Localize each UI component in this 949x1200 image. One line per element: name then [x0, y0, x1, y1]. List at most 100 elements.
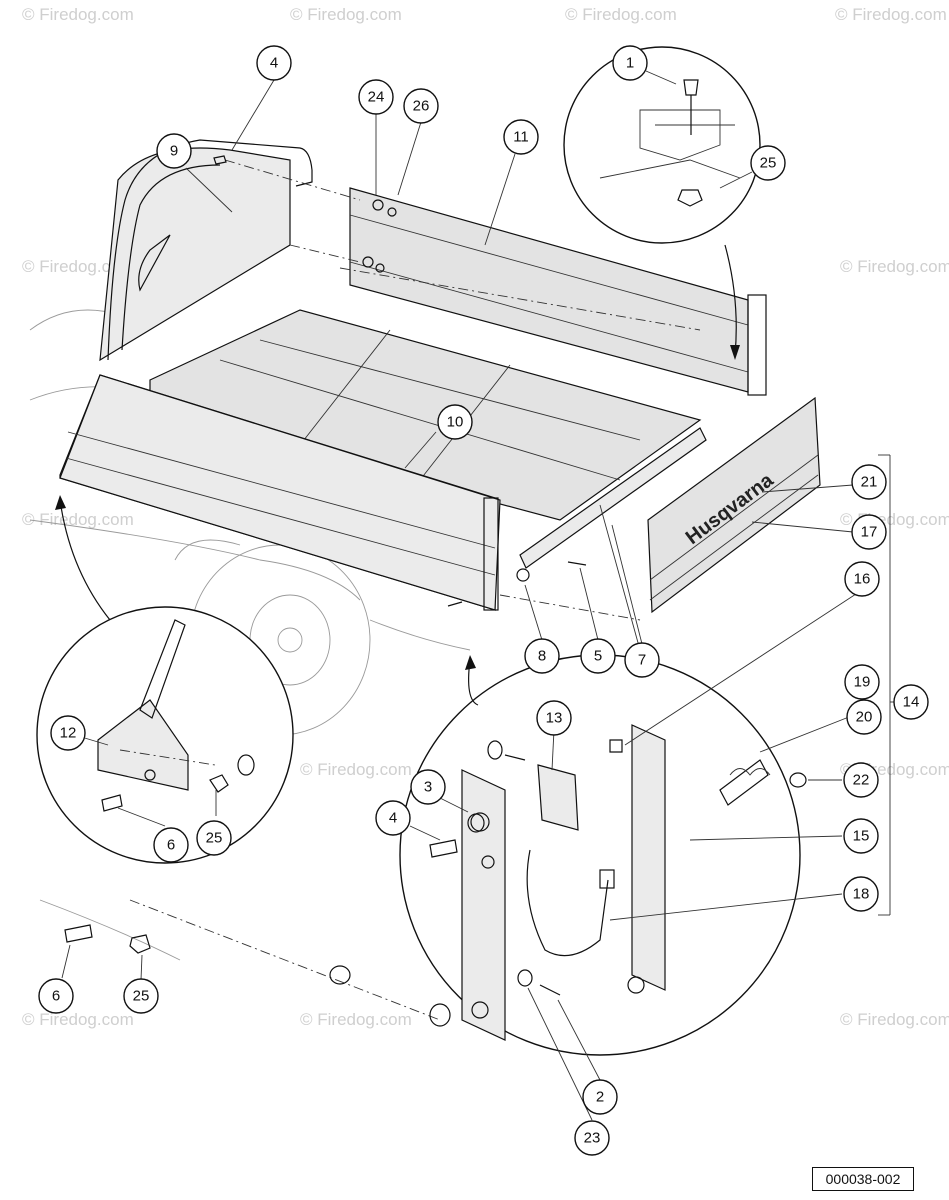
- watermark: © Firedog.com: [22, 510, 134, 529]
- watermark: © Firedog.com: [840, 257, 949, 276]
- leader-lines: [61, 70, 896, 1121]
- callout-22: 22: [843, 762, 879, 798]
- side-panel-part-10: [59, 374, 501, 611]
- callout-circle: [846, 699, 882, 735]
- callout-16: 16: [844, 561, 880, 597]
- callout-circle: [524, 638, 560, 674]
- watermark: © Firedog.com: [300, 1010, 412, 1029]
- callout-number: 12: [60, 725, 77, 742]
- reference-code: 000038-002: [812, 1167, 914, 1191]
- callout-25c: 25: [123, 978, 159, 1014]
- callout-circle: [196, 820, 232, 856]
- callout-4a: 4: [256, 45, 292, 81]
- callout-circle: [50, 715, 86, 751]
- callout-number: 23: [584, 1130, 601, 1147]
- callout-circle: [851, 464, 887, 500]
- callout-number: 4: [389, 810, 397, 827]
- callout-23: 23: [574, 1120, 610, 1156]
- callout-circle: [843, 818, 879, 854]
- callout-number: 25: [133, 988, 150, 1005]
- callout-number: 4: [270, 55, 278, 72]
- callout-number: 24: [368, 89, 385, 106]
- callout-18: 18: [843, 876, 879, 912]
- callout-number: 26: [413, 98, 430, 115]
- callout-circle: [403, 88, 439, 124]
- callout-circle: [582, 1079, 618, 1115]
- callout-9: 9: [156, 133, 192, 169]
- callout-number: 7: [638, 652, 646, 669]
- watermark: © Firedog.com: [290, 5, 402, 24]
- callout-circle: [123, 978, 159, 1014]
- callout-14: 14: [893, 684, 929, 720]
- hinge-rail-part-7: [519, 427, 707, 651]
- callout-circle: [410, 769, 446, 805]
- callout-number: 17: [861, 524, 878, 541]
- callout-number: 6: [167, 837, 175, 854]
- watermark: © Firedog.com: [565, 5, 677, 24]
- callout-circle: [503, 119, 539, 155]
- callout-circle: [574, 1120, 610, 1156]
- callout-number: 13: [546, 710, 563, 727]
- callout-5: 5: [580, 638, 616, 674]
- callout-number: 15: [853, 828, 870, 845]
- callout-circle: [375, 800, 411, 836]
- callout-number: 6: [52, 988, 60, 1005]
- callout-number: 5: [594, 648, 602, 665]
- callout-number: 8: [538, 648, 546, 665]
- callout-number: 10: [447, 414, 464, 431]
- callout-number: 14: [903, 694, 920, 711]
- callout-number: 21: [861, 474, 878, 491]
- callout-6b: 6: [153, 827, 189, 863]
- callout-number: 16: [854, 571, 871, 588]
- watermark: © Firedog.com: [300, 760, 412, 779]
- detail-view-latch: [399, 654, 807, 1056]
- callout-number: 2: [596, 1089, 604, 1106]
- callout-circle: [893, 684, 929, 720]
- callout-circle: [843, 876, 879, 912]
- callout-circle: [843, 762, 879, 798]
- callout-circle: [256, 45, 292, 81]
- callout-number: 25: [206, 830, 223, 847]
- callout-circle: [624, 642, 660, 678]
- callout-26: 26: [403, 88, 439, 124]
- callout-group: 1234456678910111213141516171819202122232…: [38, 45, 929, 1156]
- callout-circle: [580, 638, 616, 674]
- callout-12: 12: [50, 715, 86, 751]
- callout-10: 10: [437, 404, 473, 440]
- callout-15: 15: [843, 818, 879, 854]
- callout-number: 1: [626, 55, 634, 72]
- callout-19: 19: [844, 664, 880, 700]
- callout-circle: [156, 133, 192, 169]
- callout-number: 3: [424, 779, 432, 796]
- callout-4b: 4: [375, 800, 411, 836]
- callout-number: 18: [853, 886, 870, 903]
- callout-21: 21: [851, 464, 887, 500]
- callout-20: 20: [846, 699, 882, 735]
- callout-circle: [358, 79, 394, 115]
- fasteners: [64, 155, 587, 1027]
- callout-1: 1: [612, 45, 648, 81]
- side-panel-part-11: [349, 187, 767, 396]
- callout-circle: [153, 827, 189, 863]
- callout-8: 8: [524, 638, 560, 674]
- callout-number: 19: [854, 674, 871, 691]
- watermark: © Firedog.com: [22, 5, 134, 24]
- callout-circle: [612, 45, 648, 81]
- watermark: © Firedog.com: [22, 1010, 134, 1029]
- callout-7: 7: [624, 642, 660, 678]
- callout-24: 24: [358, 79, 394, 115]
- callout-circle: [437, 404, 473, 440]
- detail-view-left: [36, 495, 294, 864]
- detail-view-top: [563, 46, 761, 360]
- callout-circle: [844, 561, 880, 597]
- callout-circle: [851, 514, 887, 550]
- callout-6a: 6: [38, 978, 74, 1014]
- watermark: © Firedog.com: [835, 5, 947, 24]
- watermark: © Firedog.com: [840, 1010, 949, 1029]
- watermark: © Firedog.com: [22, 257, 134, 276]
- callout-number: 9: [170, 143, 178, 160]
- callout-13: 13: [536, 700, 572, 736]
- callout-circle: [38, 978, 74, 1014]
- callout-25b: 25: [196, 820, 232, 856]
